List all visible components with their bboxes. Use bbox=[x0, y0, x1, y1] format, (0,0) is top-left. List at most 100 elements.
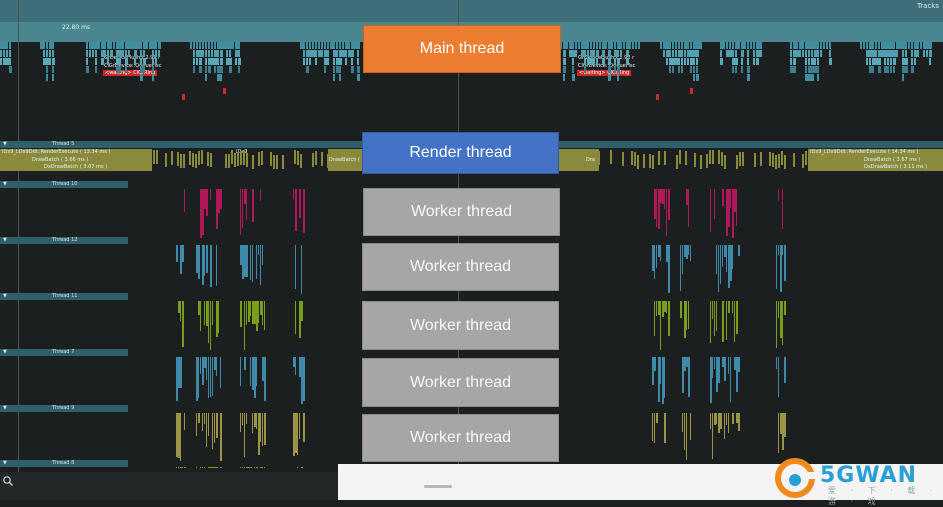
tracks-menu-label[interactable]: Tracks bbox=[917, 2, 939, 10]
worker-thread-bar bbox=[726, 413, 727, 425]
render-thread-bar bbox=[252, 155, 254, 169]
render-bar-right1[interactable] bbox=[559, 149, 599, 171]
worker-thread-bar bbox=[784, 413, 786, 437]
worker-thread-bar bbox=[301, 245, 302, 294]
worker-thread-bar bbox=[776, 357, 777, 369]
worker-thread-bar bbox=[303, 357, 305, 401]
worker-track-header-1[interactable]: ▼ Thread 10 bbox=[0, 181, 128, 188]
worker-thread-bar bbox=[260, 189, 261, 201]
render-thread-bar bbox=[754, 153, 756, 167]
worker-thread-bar bbox=[214, 357, 216, 370]
worker-thread-bar bbox=[295, 413, 297, 453]
collapse-triangle-icon[interactable]: ▼ bbox=[3, 293, 7, 299]
worker-thread-bar bbox=[293, 189, 294, 199]
worker-thread-bar bbox=[780, 301, 782, 338]
worker-thread-bar bbox=[295, 357, 296, 375]
worker-thread-bar bbox=[299, 357, 301, 377]
worker-thread-bar bbox=[218, 301, 219, 333]
worker-thread-bar bbox=[204, 301, 205, 325]
main-caption-waiting-2: <waiting> ClGrRing bbox=[577, 70, 632, 76]
collapse-triangle-icon[interactable]: ▼ bbox=[3, 405, 7, 411]
worker-thread-bar bbox=[734, 189, 736, 212]
worker-thread-bar bbox=[780, 245, 782, 292]
collapse-triangle-icon[interactable]: ▼ bbox=[3, 141, 7, 147]
render-thread-bar bbox=[739, 152, 741, 166]
worker-track-label: Thread 9 bbox=[52, 405, 75, 411]
worker-thread-bar bbox=[216, 467, 218, 468]
worker-thread-bar bbox=[658, 357, 660, 402]
render-caption-6: Dra bbox=[586, 157, 595, 163]
render-thread-bar bbox=[273, 155, 275, 169]
render-thread-bar bbox=[736, 155, 738, 169]
worker-thread-bar bbox=[716, 301, 717, 331]
worker-thread-bar bbox=[684, 357, 686, 371]
worker-thread-bar bbox=[720, 245, 721, 284]
worker-thread-bar bbox=[684, 245, 686, 257]
worker-thread-bar bbox=[180, 357, 182, 388]
search-icon[interactable] bbox=[2, 472, 14, 486]
render-thread-bar bbox=[652, 155, 654, 169]
worker-track-header-6[interactable]: ▼ Thread 8 bbox=[0, 460, 128, 467]
render-thread-bar bbox=[177, 152, 179, 166]
worker-thread-bar bbox=[724, 413, 725, 439]
worker-thread-bar bbox=[660, 245, 661, 261]
collapse-triangle-icon[interactable]: ▼ bbox=[3, 181, 7, 187]
render-thread-bar bbox=[664, 151, 666, 165]
worker-thread-bar bbox=[204, 245, 205, 276]
worker-thread-bar bbox=[196, 467, 197, 468]
collapse-triangle-icon[interactable]: ▼ bbox=[3, 237, 7, 243]
render-bar-right2[interactable] bbox=[808, 149, 943, 171]
render-thread-bar bbox=[610, 150, 612, 164]
render-thread-bar bbox=[802, 154, 804, 168]
worker-thread-bar bbox=[244, 301, 245, 350]
worker-thread-bar bbox=[680, 301, 682, 318]
worker-thread-bar bbox=[722, 245, 723, 267]
worker-thread-bar bbox=[664, 357, 665, 398]
worker-thread-bar bbox=[182, 467, 183, 468]
worker-thread-bar bbox=[204, 413, 205, 424]
worker-thread-bar bbox=[662, 301, 664, 317]
worker-thread-bar bbox=[684, 413, 685, 450]
worker-thread-bar bbox=[782, 245, 783, 255]
render-bar-mid[interactable] bbox=[328, 149, 363, 171]
worker-track-header-4[interactable]: ▼ Thread 7 bbox=[0, 349, 128, 356]
worker-thread-bar bbox=[782, 413, 784, 450]
worker-thread-bar bbox=[658, 301, 660, 315]
worker-thread-bar bbox=[206, 357, 207, 380]
worker-thread-label-box-2: Worker thread bbox=[362, 243, 559, 291]
worker-thread-bar bbox=[654, 413, 655, 443]
main-caption-waiting: <waiting> ClGrRing bbox=[103, 70, 158, 76]
render-thread-bar bbox=[315, 151, 317, 165]
worker-track-header-3[interactable]: ▼ Thread 11 bbox=[0, 293, 128, 300]
worker-thread-bar bbox=[738, 413, 740, 431]
bottom-status-strip bbox=[0, 472, 338, 500]
worker-thread-bar bbox=[220, 413, 222, 461]
worker-track-header-2[interactable]: ▼ Thread 12 bbox=[0, 237, 128, 244]
worker-thread-label-box-3: Worker thread bbox=[362, 301, 559, 350]
worker-thread-bar bbox=[206, 245, 208, 273]
render-thread-bar bbox=[207, 152, 209, 166]
worker-thread-bar bbox=[784, 245, 786, 281]
worker-thread-bar bbox=[262, 301, 263, 325]
main-caption-2: ClGrDevice::QueueFlsc bbox=[104, 63, 162, 69]
worker-thread-bar bbox=[244, 189, 246, 204]
scroll-handle[interactable] bbox=[424, 485, 452, 488]
worker-thread-bar bbox=[202, 357, 204, 385]
worker-thread-bar bbox=[718, 245, 719, 292]
worker-thread-bar bbox=[208, 301, 209, 343]
worker-track-header-5[interactable]: ▼ Thread 9 bbox=[0, 405, 128, 412]
worker-thread-bar bbox=[198, 301, 200, 315]
worker-thread-bar bbox=[178, 413, 180, 458]
render-thread-bar bbox=[721, 152, 723, 166]
render-bar-left[interactable] bbox=[0, 149, 152, 171]
render-thread-bar bbox=[189, 151, 191, 165]
worker-thread-bar bbox=[301, 357, 303, 404]
collapse-triangle-icon[interactable]: ▼ bbox=[3, 349, 7, 355]
worker-thread-bar bbox=[730, 245, 732, 281]
worker-thread-bar bbox=[730, 189, 731, 208]
worker-thread-bar bbox=[720, 413, 722, 429]
worker-thread-bar bbox=[780, 413, 782, 434]
worker-thread-bar bbox=[656, 413, 658, 423]
worker-thread-bar bbox=[184, 467, 186, 468]
collapse-triangle-icon[interactable]: ▼ bbox=[3, 460, 7, 466]
